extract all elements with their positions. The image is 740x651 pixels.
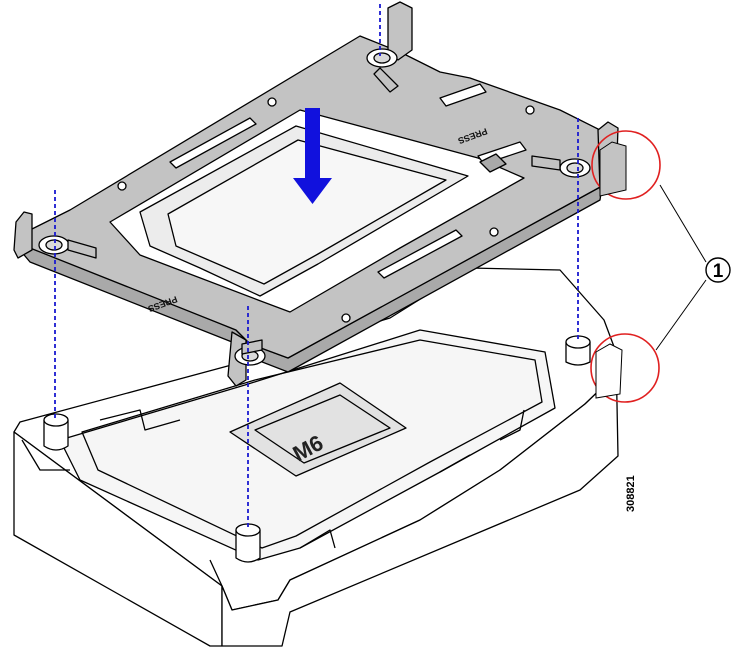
carrier-hole-left-inner bbox=[45, 239, 63, 251]
carrier-pin-2 bbox=[267, 97, 277, 107]
callout-circle-lower bbox=[590, 333, 660, 403]
alignment-guides bbox=[54, 4, 579, 528]
carrier-lever-top bbox=[373, 67, 399, 93]
carrier-tab-right bbox=[479, 153, 507, 173]
base-inner-wall bbox=[81, 339, 543, 549]
callout-number: 1 bbox=[713, 261, 724, 282]
base-inner-ledge bbox=[99, 409, 525, 549]
carrier-pin-4 bbox=[489, 227, 499, 237]
carrier-slot-1 bbox=[169, 117, 257, 169]
carrier-hole-right-inner bbox=[566, 162, 584, 174]
carrier-slot-3 bbox=[439, 83, 487, 107]
leader-line-lower bbox=[655, 279, 707, 351]
carrier-pin-5 bbox=[525, 105, 535, 115]
leader-line-upper bbox=[659, 184, 707, 263]
callout-circle-icon bbox=[590, 130, 731, 403]
figure-number: 308821 bbox=[625, 475, 637, 512]
cpu-lid bbox=[167, 139, 447, 285]
socket-face bbox=[229, 382, 407, 477]
down-arrow-icon bbox=[293, 108, 332, 204]
callout-circle-upper bbox=[591, 130, 661, 200]
carrier-lever-right bbox=[531, 155, 561, 171]
callout-number-bubble bbox=[705, 257, 731, 283]
carrier-slot-2 bbox=[377, 229, 463, 279]
carrier-lever-front bbox=[241, 339, 263, 355]
socket-face-inner bbox=[254, 394, 391, 464]
carrier-clip-left bbox=[13, 211, 33, 259]
callout-detail-upper bbox=[599, 141, 627, 197]
carrier-pin-1 bbox=[117, 181, 127, 191]
carrier-hole-top-inner bbox=[373, 52, 391, 64]
callout-detail-lower bbox=[595, 343, 623, 399]
base-post-left-top bbox=[43, 413, 69, 427]
socket-base bbox=[13, 267, 619, 647]
base-frame-front-left bbox=[13, 431, 223, 647]
carrier-lever-left bbox=[67, 239, 97, 259]
carrier-pin-3 bbox=[341, 313, 351, 323]
